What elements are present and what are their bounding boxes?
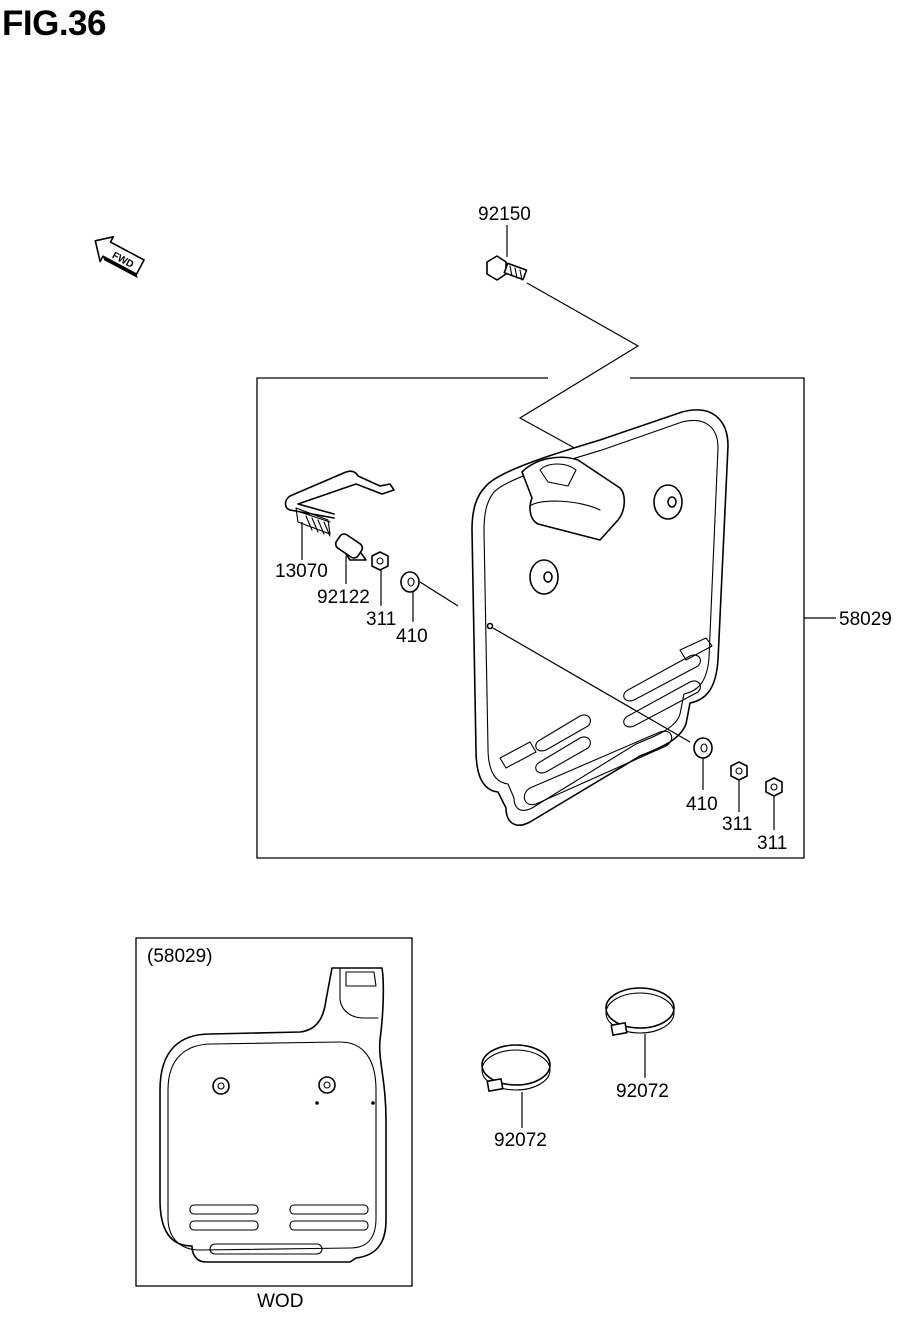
variant-ref-label: (58029) <box>147 946 213 967</box>
callout-410-left: 410 <box>396 626 428 647</box>
nut-311-right-b <box>765 777 783 797</box>
nut-311-left <box>371 551 389 571</box>
band-92072-right <box>605 987 675 1036</box>
rod-13070 <box>284 470 395 537</box>
callout-13070: 13070 <box>275 561 328 582</box>
callout-410-right: 410 <box>686 794 718 815</box>
number-plate-58029 <box>471 409 729 826</box>
variant-model-label: WOD <box>257 1291 303 1312</box>
callout-92072-right: 92072 <box>616 1081 669 1102</box>
callout-311-right-b: 311 <box>757 833 787 854</box>
callout-92072-left: 92072 <box>494 1130 547 1151</box>
collar-92122 <box>334 533 367 561</box>
callout-92122: 92122 <box>317 587 370 608</box>
figure-title: FIG.36 <box>2 4 106 43</box>
assembly-frame <box>256 377 805 859</box>
washer-410-left <box>400 571 420 593</box>
number-plate-variant <box>159 967 387 1263</box>
bolt-92150 <box>486 255 528 281</box>
nut-311-right-a <box>730 761 748 781</box>
fwd-arrow-icon: FWD <box>94 236 145 279</box>
band-92072-left <box>481 1044 551 1092</box>
callout-92150: 92150 <box>478 204 531 225</box>
variant-frame <box>135 937 413 1287</box>
callout-311-right-a: 311 <box>722 814 752 835</box>
callout-58029: 58029 <box>839 609 892 630</box>
washer-410-right <box>693 737 713 759</box>
callout-311-left: 311 <box>366 609 396 630</box>
